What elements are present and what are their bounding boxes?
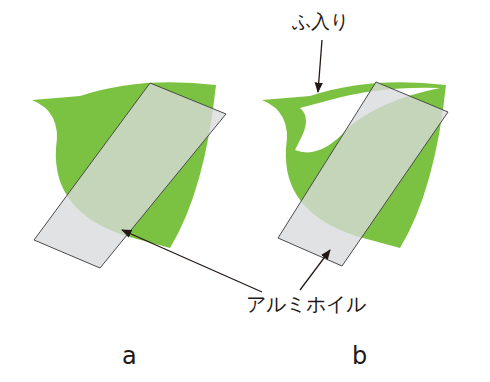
callout-label: アルミホイル xyxy=(246,292,366,316)
aluminium-foil xyxy=(34,83,226,268)
figure-letter: a xyxy=(122,342,137,371)
figure-letter: b xyxy=(352,342,367,371)
leader-line xyxy=(300,250,330,290)
leader-line xyxy=(318,40,322,92)
aluminium-foil xyxy=(278,82,448,266)
leader-line xyxy=(122,230,262,292)
callout-label: ふ入り xyxy=(292,10,349,33)
